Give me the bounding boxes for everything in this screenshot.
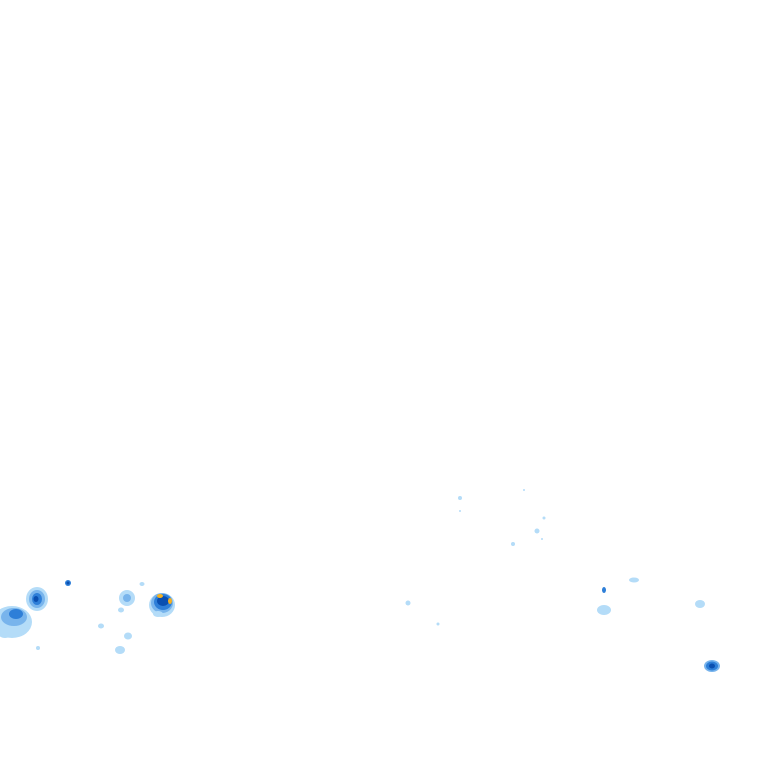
rain-echo-light bbox=[98, 623, 104, 629]
rain-echo-light bbox=[597, 605, 611, 615]
rain-cell-162-intense bbox=[149, 593, 175, 617]
rain-echo-light bbox=[115, 646, 125, 654]
rain-echo-speck bbox=[405, 600, 411, 606]
rain-echo-light bbox=[695, 600, 705, 608]
rain-echo-core bbox=[33, 596, 39, 602]
rain-echo-speck bbox=[459, 510, 461, 512]
rain-echo-very-heavy bbox=[709, 663, 715, 669]
rain-echo-light bbox=[124, 632, 132, 640]
rain-echo-speck bbox=[541, 538, 543, 540]
rain-echo-moderate bbox=[123, 594, 131, 602]
rain-cell-126 bbox=[36, 582, 145, 654]
rain-echo-speck bbox=[534, 528, 540, 534]
rain-echo-speck bbox=[436, 622, 440, 626]
rain-echo-light bbox=[153, 611, 163, 617]
rain-echo-intense bbox=[168, 598, 172, 604]
rain-cells-east bbox=[597, 577, 720, 672]
rain-echo-heavy bbox=[9, 609, 23, 619]
rain-echo-intense bbox=[157, 594, 163, 598]
rain-echo-speck bbox=[523, 489, 525, 491]
rain-echo-light bbox=[118, 607, 124, 613]
rain-echo-light bbox=[36, 646, 40, 650]
rain-cell-cluster-west bbox=[0, 606, 32, 638]
rain-echo-light bbox=[629, 577, 639, 583]
rain-echo-very-heavy bbox=[157, 596, 169, 606]
rain-echo-speck bbox=[542, 516, 546, 520]
rain-specks-center bbox=[405, 489, 546, 626]
rain-echo-speck bbox=[66, 581, 70, 585]
rain-echo-light bbox=[139, 582, 145, 586]
rain-echo-moderate bbox=[602, 587, 606, 593]
rain-echo-light bbox=[0, 628, 12, 638]
rain-echo-speck bbox=[511, 542, 515, 546]
rain-echo-speck bbox=[458, 496, 462, 500]
rain-cell-36 bbox=[26, 587, 48, 611]
